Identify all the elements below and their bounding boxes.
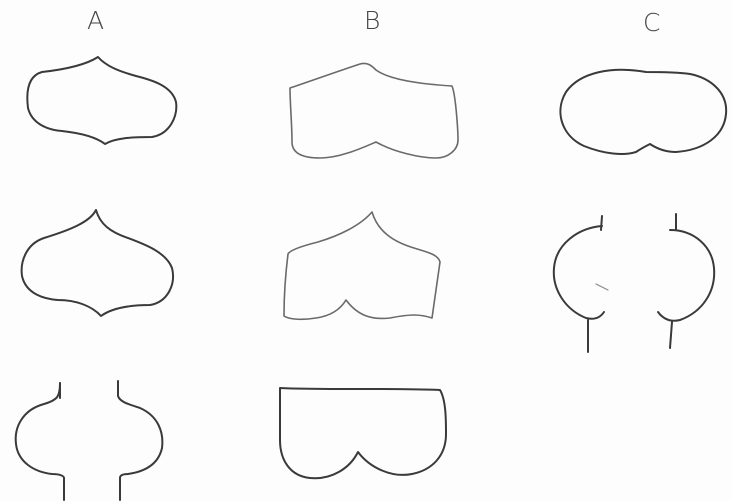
- shape-c2-right-stem-bottom: [670, 322, 672, 348]
- shape-c2-left-lobe: [554, 226, 604, 319]
- shape-a3-right-lobe: [118, 381, 162, 500]
- shape-b1-outline: [290, 63, 458, 158]
- shape-c1-outline: [560, 70, 726, 154]
- shape-c2-right-lobe: [658, 230, 714, 321]
- shape-b3-outline: [280, 388, 446, 478]
- shape-c2-left-stem-top: [601, 216, 602, 230]
- shape-a1-outline: [27, 57, 176, 144]
- shape-a3-left-lobe: [16, 383, 64, 500]
- shape-b2-outline: [284, 212, 440, 319]
- shape-c2-left-inner-mark: [596, 284, 608, 290]
- shape-a2-outline: [22, 210, 173, 316]
